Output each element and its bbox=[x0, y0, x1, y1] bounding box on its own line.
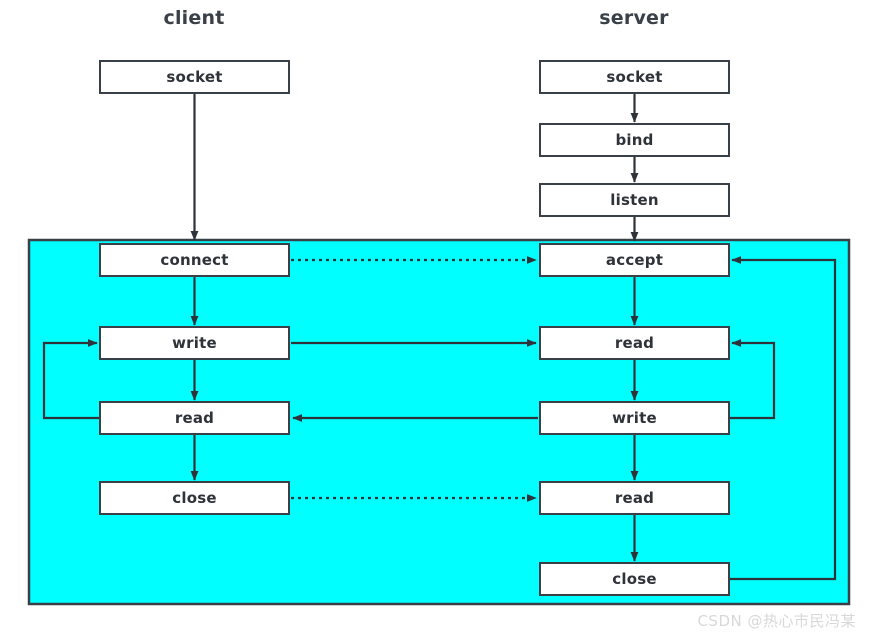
edge-server-close-loop-to-accept bbox=[730, 256, 837, 581]
node-client-socket[interactable]: socket bbox=[99, 60, 290, 94]
node-client-read[interactable]: read bbox=[99, 401, 290, 435]
node-client-close[interactable]: close bbox=[99, 481, 290, 515]
node-server-listen[interactable]: listen bbox=[539, 183, 730, 217]
node-server-write[interactable]: write bbox=[539, 401, 730, 435]
edge-server-write-loop-to-read1 bbox=[730, 339, 776, 420]
edge-client-read-loop-to-write bbox=[42, 339, 99, 420]
node-server-read2[interactable]: read bbox=[539, 481, 730, 515]
column-title-client: client bbox=[163, 7, 225, 29]
node-server-socket[interactable]: socket bbox=[539, 60, 730, 94]
node-server-close[interactable]: close bbox=[539, 562, 730, 596]
column-title-server: server bbox=[599, 7, 669, 29]
node-server-read1[interactable]: read bbox=[539, 326, 730, 360]
node-server-bind[interactable]: bind bbox=[539, 123, 730, 157]
node-server-accept[interactable]: accept bbox=[539, 243, 730, 277]
node-client-write[interactable]: write bbox=[99, 326, 290, 360]
node-client-connect[interactable]: connect bbox=[99, 243, 290, 277]
watermark-text: CSDN @热心市民冯某 bbox=[697, 612, 856, 630]
